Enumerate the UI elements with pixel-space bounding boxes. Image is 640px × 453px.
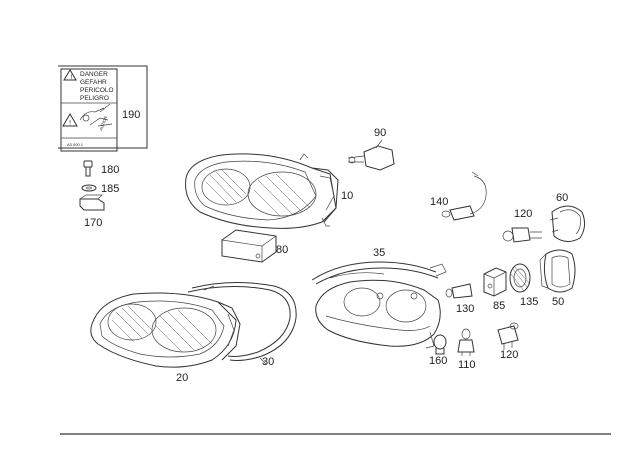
bulb-part-120a[interactable]: 120 — [502, 208, 542, 243]
svg-text:!: ! — [71, 74, 73, 81]
seal-part-30[interactable]: 30 — [187, 281, 297, 368]
bulb-part-90[interactable]: 90 — [347, 127, 395, 171]
callout-30: 30 — [262, 356, 274, 368]
callout-170: 170 — [84, 217, 102, 229]
washer-part[interactable]: 185 — [81, 183, 119, 195]
cap-part-60[interactable]: 60 — [549, 192, 586, 242]
screw-part[interactable]: 180 — [83, 160, 119, 177]
cable-harness-part-35[interactable]: 35 — [311, 247, 447, 285]
svg-text:!: ! — [69, 120, 71, 127]
ring-part-135[interactable]: 135 — [509, 263, 538, 308]
callout-160: 160 — [429, 355, 447, 367]
callout-185: 185 — [101, 183, 119, 195]
bulb-part-160[interactable]: 160 — [429, 334, 447, 367]
callout-180: 180 — [101, 164, 119, 176]
callout-190: 190 — [122, 109, 140, 121]
warning-line-1: DANGER — [80, 71, 108, 78]
bulb-part-110[interactable]: 110 — [457, 328, 476, 371]
callout-10: 10 — [341, 190, 353, 202]
callout-120-lower: 120 — [500, 349, 518, 361]
warning-line-2: GEFAHR — [80, 79, 107, 86]
callout-85: 85 — [493, 300, 505, 312]
bulb-part-130[interactable]: 130 — [445, 283, 474, 315]
warning-triangle-icon — [63, 69, 77, 81]
callout-90: 90 — [374, 127, 386, 139]
socket-part-85[interactable]: 85 — [483, 267, 507, 312]
callout-80: 80 — [276, 244, 288, 256]
control-unit-part-80[interactable]: 80 — [221, 229, 288, 263]
bracket-part[interactable]: 170 — [79, 194, 105, 229]
callout-35: 35 — [373, 247, 385, 259]
headlamp-part-10[interactable]: 10 — [185, 153, 354, 229]
bulb-part-120b[interactable]: 120 — [497, 322, 519, 361]
callout-50: 50 — [552, 296, 564, 308]
callout-140: 140 — [430, 196, 448, 208]
headlamp-part-20[interactable]: 20 — [90, 292, 241, 384]
callout-130: 130 — [456, 303, 474, 315]
bulb-part-140[interactable]: 140 — [430, 171, 487, 221]
callout-120-upper: 120 — [514, 208, 532, 220]
callout-135: 135 — [520, 296, 538, 308]
warning-label-group[interactable]: ! ! DANGER GEFAHR PERICOLO PELIGRO AUTIO… — [58, 65, 148, 152]
warning-code-text: AUTION — [98, 115, 108, 131]
callout-60: 60 — [556, 192, 568, 204]
warning-number-text: A3 000 1 — [67, 142, 84, 147]
warning-triangle-icon — [62, 113, 78, 127]
warning-line-3: PERICOLO — [80, 87, 114, 94]
callout-110: 110 — [458, 359, 476, 371]
warning-line-4: PELIGRO — [80, 95, 109, 102]
housing-part[interactable] — [315, 279, 441, 349]
hand-bulb-icon — [79, 103, 113, 127]
cover-part-50[interactable]: 50 — [539, 249, 576, 308]
callout-20: 20 — [176, 372, 188, 384]
